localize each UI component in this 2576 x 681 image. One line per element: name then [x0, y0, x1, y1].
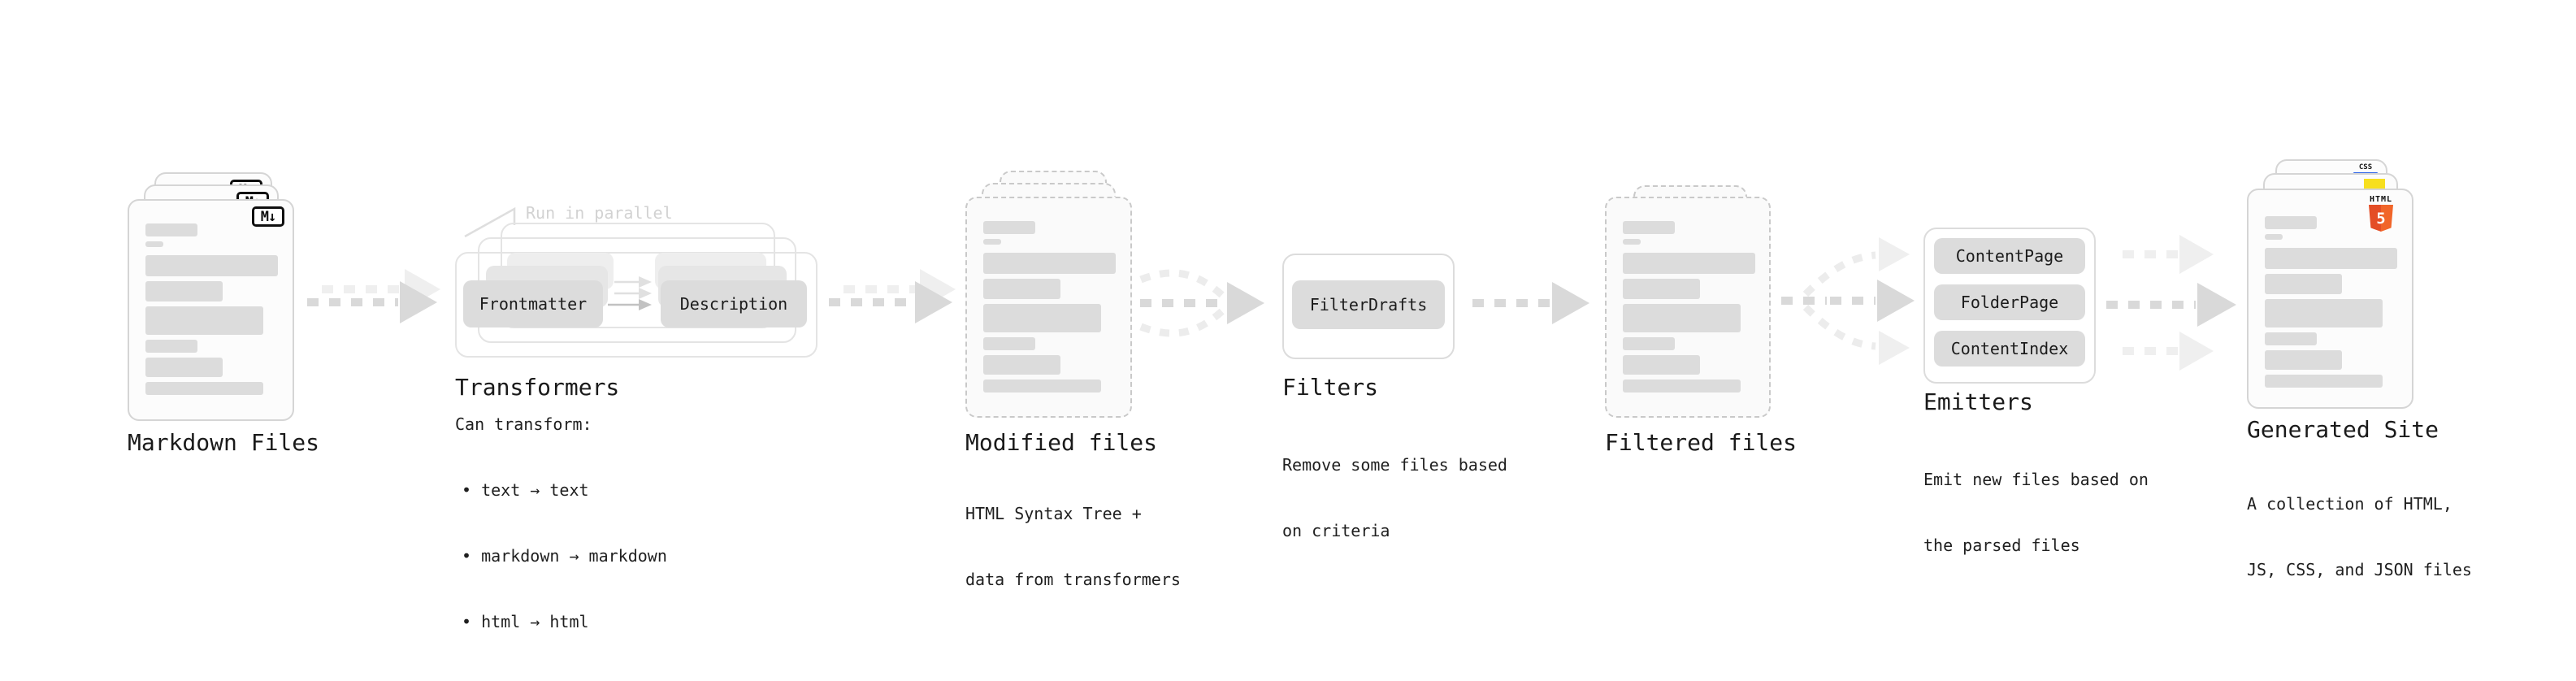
filtered-file-card-front: [1605, 197, 1771, 418]
run-in-parallel-callout-line: [464, 206, 516, 238]
bullet-item: • html → html: [462, 612, 589, 631]
skeleton-line: [1623, 279, 1700, 299]
stage-label-modified-files: Modified files: [965, 429, 1158, 456]
skeleton-line: [2265, 332, 2317, 345]
html5-icon: HTML 5: [2360, 195, 2402, 232]
skeleton-line: [983, 355, 1060, 375]
description-line: Remove some files based: [1282, 455, 1507, 475]
css-icon-label: CSS: [2358, 163, 2373, 171]
transformer-parallel-arrows: [608, 276, 652, 310]
filterdrafts-pill: FilterDrafts: [1292, 280, 1445, 329]
transformer-box-front: [455, 252, 817, 358]
arrow-filters-to-filtered: [1472, 282, 1589, 324]
description-pill: Description: [661, 280, 807, 327]
contentpage-pill: ContentPage: [1934, 238, 2085, 274]
file-skeleton-lines: [145, 223, 278, 395]
arrow-modified-to-filters: [1139, 269, 1264, 337]
stage-label-emitters: Emitters: [1923, 388, 2033, 415]
run-in-parallel-note: Run in parallel: [526, 203, 673, 223]
file-skeleton-lines: [983, 221, 1116, 393]
stage-label-filters: Filters: [1282, 374, 1379, 401]
skeleton-line: [983, 253, 1116, 274]
skeleton-line: [145, 255, 278, 276]
skeleton-line: [983, 221, 1035, 234]
bullet-item: • text → text: [462, 480, 589, 500]
arrow-filtered-to-emitters: [1781, 237, 1915, 365]
skeleton-line: [2265, 274, 2342, 294]
skeleton-line: [1623, 221, 1675, 234]
skeleton-line: [983, 304, 1101, 332]
frontmatter-pill: Frontmatter: [463, 280, 603, 327]
emitters-description: Emit new files based on the parsed files: [1923, 425, 2149, 601]
skeleton-line: [145, 281, 223, 301]
description-line: the parsed files: [1923, 536, 2080, 555]
skeleton-line: [1623, 304, 1741, 332]
generated-html-file-card: HTML 5: [2247, 189, 2413, 409]
html5-icon-word: HTML: [2369, 195, 2393, 204]
description-line: JS, CSS, and JSON files: [2247, 560, 2472, 579]
skeleton-line: [145, 382, 263, 395]
skeleton-line: [2265, 299, 2383, 327]
arrow-emitters-to-generated: [2106, 235, 2236, 371]
skeleton-line: [2265, 234, 2283, 240]
stage-label-transformers: Transformers: [455, 374, 620, 401]
generated-site-description: A collection of HTML, JS, CSS, and JSON …: [2247, 449, 2472, 625]
bullet-item: • markdown → markdown: [462, 546, 667, 566]
skeleton-line: [145, 223, 197, 236]
markdown-file-card-front: M↓: [128, 199, 294, 421]
skeleton-line: [983, 279, 1060, 299]
description-line: data from transformers: [965, 570, 1181, 589]
skeleton-line: [2265, 248, 2397, 269]
arrow-markdown-to-transformers: [307, 269, 440, 323]
contentindex-pill: ContentIndex: [1934, 331, 2085, 367]
skeleton-line: [983, 337, 1035, 350]
stage-label-generated-site: Generated Site: [2247, 416, 2439, 443]
skeleton-line: [983, 380, 1101, 393]
skeleton-line: [2265, 216, 2317, 229]
skeleton-line: [1623, 337, 1675, 350]
arrow-transformers-to-modified: [829, 269, 956, 323]
skeleton-line: [2265, 375, 2383, 388]
stage-label-markdown-files: Markdown Files: [128, 429, 320, 456]
html5-icon-shield: 5: [2369, 205, 2393, 232]
transformers-bullet-list: • text → text • markdown → markdown • ht…: [462, 436, 667, 677]
description-line: A collection of HTML,: [2247, 494, 2452, 514]
filters-description: Remove some files based on criteria: [1282, 410, 1507, 586]
file-skeleton-lines: [1623, 221, 1755, 393]
skeleton-line: [2265, 350, 2342, 370]
markdown-icon: M↓: [252, 206, 284, 227]
skeleton-line: [145, 306, 263, 335]
folderpage-pill: FolderPage: [1934, 284, 2085, 320]
transformers-description-heading: Can transform:: [455, 414, 592, 434]
modified-files-description: HTML Syntax Tree + data from transformer…: [965, 459, 1181, 635]
skeleton-line: [145, 358, 223, 377]
skeleton-line: [1623, 253, 1755, 274]
skeleton-line: [1623, 380, 1741, 393]
modified-file-card-front: [965, 197, 1132, 418]
skeleton-line: [1623, 239, 1641, 245]
stage-label-filtered-files: Filtered files: [1605, 429, 1798, 456]
skeleton-line: [145, 241, 163, 247]
skeleton-line: [145, 340, 197, 353]
description-line: HTML Syntax Tree +: [965, 504, 1142, 523]
description-line: on criteria: [1282, 521, 1390, 540]
skeleton-line: [1623, 355, 1700, 375]
file-skeleton-lines: [2265, 216, 2397, 388]
description-line: Emit new files based on: [1923, 470, 2149, 489]
skeleton-line: [983, 239, 1001, 245]
